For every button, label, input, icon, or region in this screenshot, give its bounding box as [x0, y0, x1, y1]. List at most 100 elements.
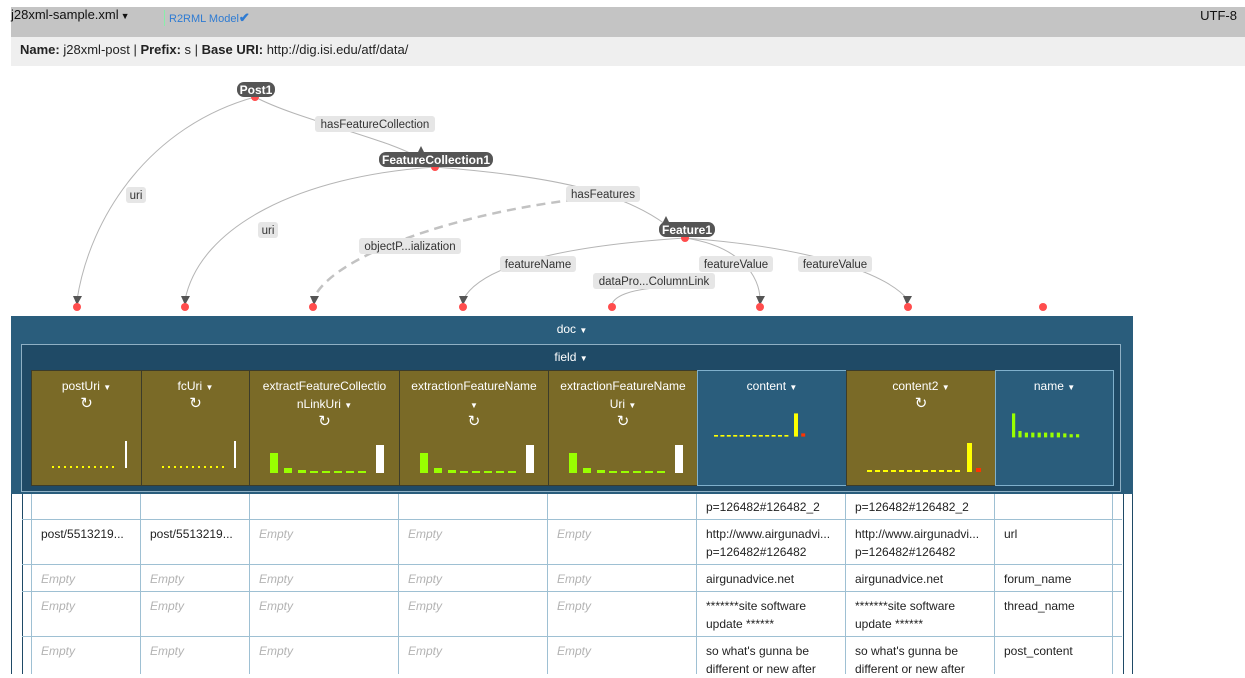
table-cell[interactable]: so what's gunna be different or new afte… — [706, 644, 816, 676]
chevron-down-icon[interactable]: ▼ — [579, 326, 588, 335]
table-cell[interactable]: Empty — [408, 644, 443, 658]
table-cell[interactable]: post/5513219... — [41, 527, 124, 541]
table-cell[interactable]: forum_name — [1004, 572, 1072, 586]
edge-label-uri-1[interactable]: uri — [126, 187, 146, 203]
node-post1[interactable]: Post1 — [237, 82, 275, 97]
edge-label[interactable]: featureValue — [704, 259, 768, 271]
edge-label-objectProperty[interactable]: objectP...ialization — [359, 238, 461, 254]
column-header-name[interactable]: name ▼ — [995, 370, 1114, 486]
table-cell[interactable]: Empty — [557, 644, 592, 658]
column-label-continued[interactable]: nLinkUri — [296, 397, 341, 411]
table-cell[interactable]: so what's gunna be different or new afte… — [855, 644, 965, 676]
edge-uri-1[interactable] — [76, 96, 256, 301]
chevron-down-icon[interactable]: ▼ — [120, 11, 130, 21]
refresh-icon[interactable]: ↻ — [80, 395, 93, 412]
field-header-label[interactable]: field — [554, 350, 577, 364]
column-header-content2[interactable]: content2 ▼ ↻ — [846, 370, 996, 486]
table-cell[interactable]: Empty — [259, 599, 294, 613]
chevron-down-icon[interactable]: ▼ — [579, 354, 588, 363]
chevron-down-icon[interactable]: ▼ — [628, 401, 637, 410]
edge-objectProperty[interactable] — [311, 196, 591, 301]
table-cell[interactable]: Empty — [41, 572, 76, 586]
table-cell[interactable]: Empty — [259, 527, 294, 541]
column-label[interactable]: content2 — [892, 379, 939, 393]
base-uri-value[interactable]: http://dig.isi.edu/atf/data/ — [266, 42, 409, 57]
table-cell[interactable]: post/5513219... — [150, 527, 233, 541]
table-cell[interactable]: url — [1004, 527, 1018, 541]
node-featurecollection1[interactable]: FeatureCollection1 — [379, 152, 493, 167]
edge-label-featureName[interactable]: featureName — [500, 256, 576, 272]
table-cell[interactable]: Empty — [557, 599, 592, 613]
column-label[interactable]: postUri — [61, 379, 100, 393]
table-cell[interactable]: http://www.airgunadvi... p=126482#126482 — [706, 527, 831, 559]
refresh-icon[interactable]: ↻ — [318, 413, 331, 430]
table-cell[interactable]: Empty — [557, 572, 592, 586]
node-label[interactable]: FeatureCollection1 — [382, 153, 490, 167]
edge-label-featureValue-1[interactable]: featureValue — [699, 256, 773, 272]
table-cell[interactable]: Empty — [557, 527, 592, 541]
table-cell[interactable]: airgunadvice.net — [855, 572, 944, 586]
prefix-value[interactable]: s — [184, 42, 192, 57]
edge-label[interactable]: featureValue — [803, 259, 867, 271]
file-menu[interactable]: j28xml-sample.xml▼ — [11, 7, 130, 22]
refresh-icon[interactable]: ↻ — [616, 413, 630, 430]
refresh-icon[interactable]: ↻ — [467, 413, 481, 430]
column-label[interactable]: extractionFeatureName — [411, 379, 537, 393]
edge-label[interactable]: hasFeatures — [571, 189, 635, 201]
edge-label[interactable]: dataPro...ColumnLink — [599, 276, 710, 288]
table-cell[interactable]: *******site software update ****** — [855, 599, 956, 631]
edge-label-hasFeatureCollection[interactable]: hasFeatureCollection — [315, 116, 435, 132]
table-cell[interactable]: Empty — [408, 527, 443, 541]
node-feature1[interactable]: Feature1 — [659, 222, 715, 237]
name-value[interactable]: j28xml-post — [63, 42, 130, 57]
table-cell[interactable]: Empty — [150, 572, 185, 586]
table-cell[interactable]: Empty — [408, 599, 443, 613]
chevron-down-icon[interactable]: ▼ — [344, 401, 353, 410]
column-header-extractionFeatureName[interactable]: extractionFeatureName ▼ ↻ — [399, 370, 549, 486]
chevron-down-icon[interactable]: ▼ — [205, 383, 214, 392]
edge-label[interactable]: uri — [262, 225, 275, 237]
node-label[interactable]: Feature1 — [662, 223, 712, 237]
table-cell[interactable]: http://www.airgunadvi... p=126482#126482 — [855, 527, 980, 559]
column-label[interactable]: name — [1033, 379, 1064, 393]
column-label[interactable]: extractionFeatureName — [560, 379, 686, 393]
column-label[interactable]: fcUri — [177, 379, 203, 393]
node-label[interactable]: Post1 — [240, 83, 273, 97]
column-label[interactable]: extractFeatureCollectio — [262, 379, 387, 393]
table-cell[interactable]: Empty — [41, 644, 76, 658]
model-graph[interactable]: Post1 FeatureCollection1 Feature1 hasFea… — [0, 66, 1245, 316]
table-cell[interactable]: Empty — [41, 599, 76, 613]
table-cell[interactable]: Empty — [259, 572, 294, 586]
r2rml-model-link[interactable]: R2RML Model✔ — [164, 10, 250, 26]
edge-dataProp[interactable] — [611, 287, 656, 305]
edge-uri-2[interactable] — [184, 166, 436, 301]
table-cell[interactable]: airgunadvice.net — [706, 572, 795, 586]
edge-label[interactable]: uri — [130, 190, 143, 202]
refresh-icon[interactable]: ↻ — [914, 395, 928, 412]
edge-label-uri-2[interactable]: uri — [258, 222, 278, 238]
edge-label-featureValue-2[interactable]: featureValue — [798, 256, 872, 272]
edge-label-hasFeatures[interactable]: hasFeatures — [566, 186, 640, 202]
chevron-down-icon[interactable]: ▼ — [789, 383, 798, 392]
chevron-down-icon[interactable]: ▼ — [103, 383, 112, 392]
chevron-down-icon[interactable]: ▼ — [470, 401, 478, 410]
table-cell[interactable]: post_content — [1004, 644, 1073, 658]
field-header[interactable]: field ▼ — [21, 350, 1121, 364]
table-cell[interactable]: p=126482#126482_2 — [706, 500, 820, 514]
chevron-down-icon[interactable]: ▼ — [1067, 383, 1076, 392]
column-header-extractFeatureCollectionLinkUri[interactable]: extractFeatureCollectio nLinkUri ▼ ↻ — [249, 370, 400, 486]
table-cell[interactable]: Empty — [259, 644, 294, 658]
column-header-fcUri[interactable]: fcUri ▼ ↻ — [141, 370, 250, 486]
table-cell[interactable]: thread_name — [1004, 599, 1075, 613]
edge-label[interactable]: hasFeatureCollection — [321, 119, 430, 131]
edge-label[interactable]: objectP...ialization — [364, 241, 455, 253]
column-label-continued[interactable]: Uri — [609, 397, 626, 411]
table-cell[interactable]: Empty — [408, 572, 443, 586]
r2rml-model-label[interactable]: R2RML Model — [169, 13, 239, 25]
column-header-content[interactable]: content ▼ — [697, 370, 847, 486]
doc-header-label[interactable]: doc — [556, 322, 577, 336]
chevron-down-icon[interactable]: ▼ — [941, 383, 950, 392]
table-cell[interactable]: p=126482#126482_2 — [855, 500, 969, 514]
edge-label[interactable]: featureName — [505, 259, 571, 271]
